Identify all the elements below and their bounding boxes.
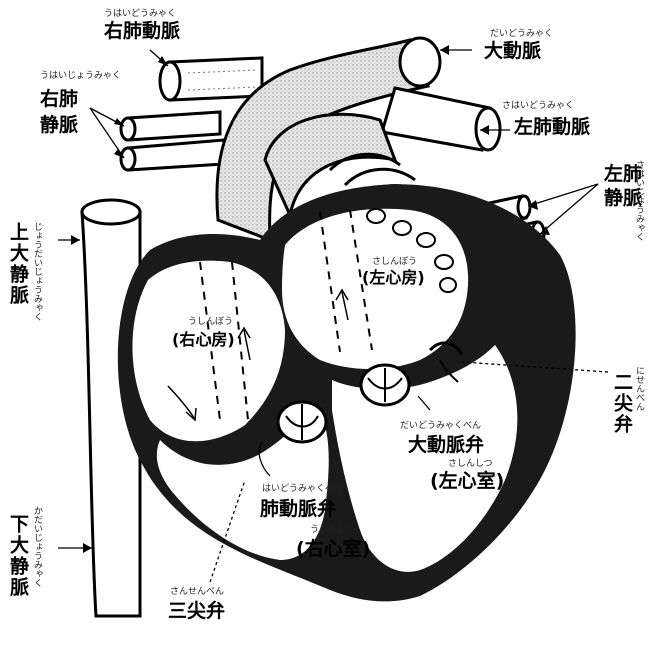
label-aorta: 大動脈 <box>484 42 541 61</box>
ruby-pulmonary-valve: はいどうみゃくべん <box>262 485 343 494</box>
ruby-left-pulmonary-vein: さはいじょうみゃく <box>634 160 643 241</box>
ruby-superior-vena-cava: じょうだいじょうみゃく <box>32 222 41 321</box>
ruby-left-atrium: さしんぼう <box>372 258 417 267</box>
ruby-inferior-vena-cava: かだいじょうみゃく <box>32 506 41 587</box>
ruby-left-ventricle: さしんしつ <box>448 460 492 469</box>
ruby-right-atrium: うしんぼう <box>188 318 233 327</box>
aortic-valve-shape <box>361 365 409 405</box>
ruby-right-ventricle: うしんしつ <box>310 526 354 535</box>
label-aortic-valve: 大動脈弁 <box>408 436 484 455</box>
ruby-left-pulmonary-artery: さはいどうみゃく <box>502 102 574 111</box>
pulmonary-valve-shape <box>278 402 326 442</box>
label-pulmonary-valve: 肺動脈弁 <box>260 500 336 519</box>
label-right-ventricle: (右心室) <box>296 540 370 559</box>
label-inferior-vena-cava: 下大静脈 <box>8 514 27 598</box>
ruby-right-pulmonary-artery: うはいどうみゃく <box>104 10 176 19</box>
label-tricuspid-valve: 三尖弁 <box>168 602 225 621</box>
left-pulmonary-artery-vessel <box>382 88 500 150</box>
label-left-ventricle: (左心室) <box>430 472 504 491</box>
label-right-atrium: (右心房) <box>172 332 235 348</box>
label-right-pulmonary-vein: 右肺静脈 <box>40 86 82 138</box>
label-left-pulmonary-artery: 左肺動脈 <box>514 118 590 137</box>
ruby-tricuspid-valve: さんせんべん <box>170 588 224 597</box>
ruby-aortic-valve: だいどうみゃくべん <box>400 422 481 431</box>
right-pulmonary-vein-vessels <box>121 112 224 170</box>
label-mitral-valve: 二尖弁 <box>612 372 631 435</box>
ruby-aorta: だいどうみゃく <box>490 30 553 39</box>
label-superior-vena-cava: 上大静脈 <box>8 222 27 306</box>
right-pulmonary-artery-vessel <box>160 58 262 100</box>
ruby-mitral-valve: にせんべん <box>634 366 643 411</box>
label-right-pulmonary-artery: 右肺動脈 <box>104 22 180 41</box>
ruby-right-pulmonary-vein: うはいじょうみゃく <box>40 72 121 81</box>
label-left-atrium: (左心房) <box>362 270 425 286</box>
